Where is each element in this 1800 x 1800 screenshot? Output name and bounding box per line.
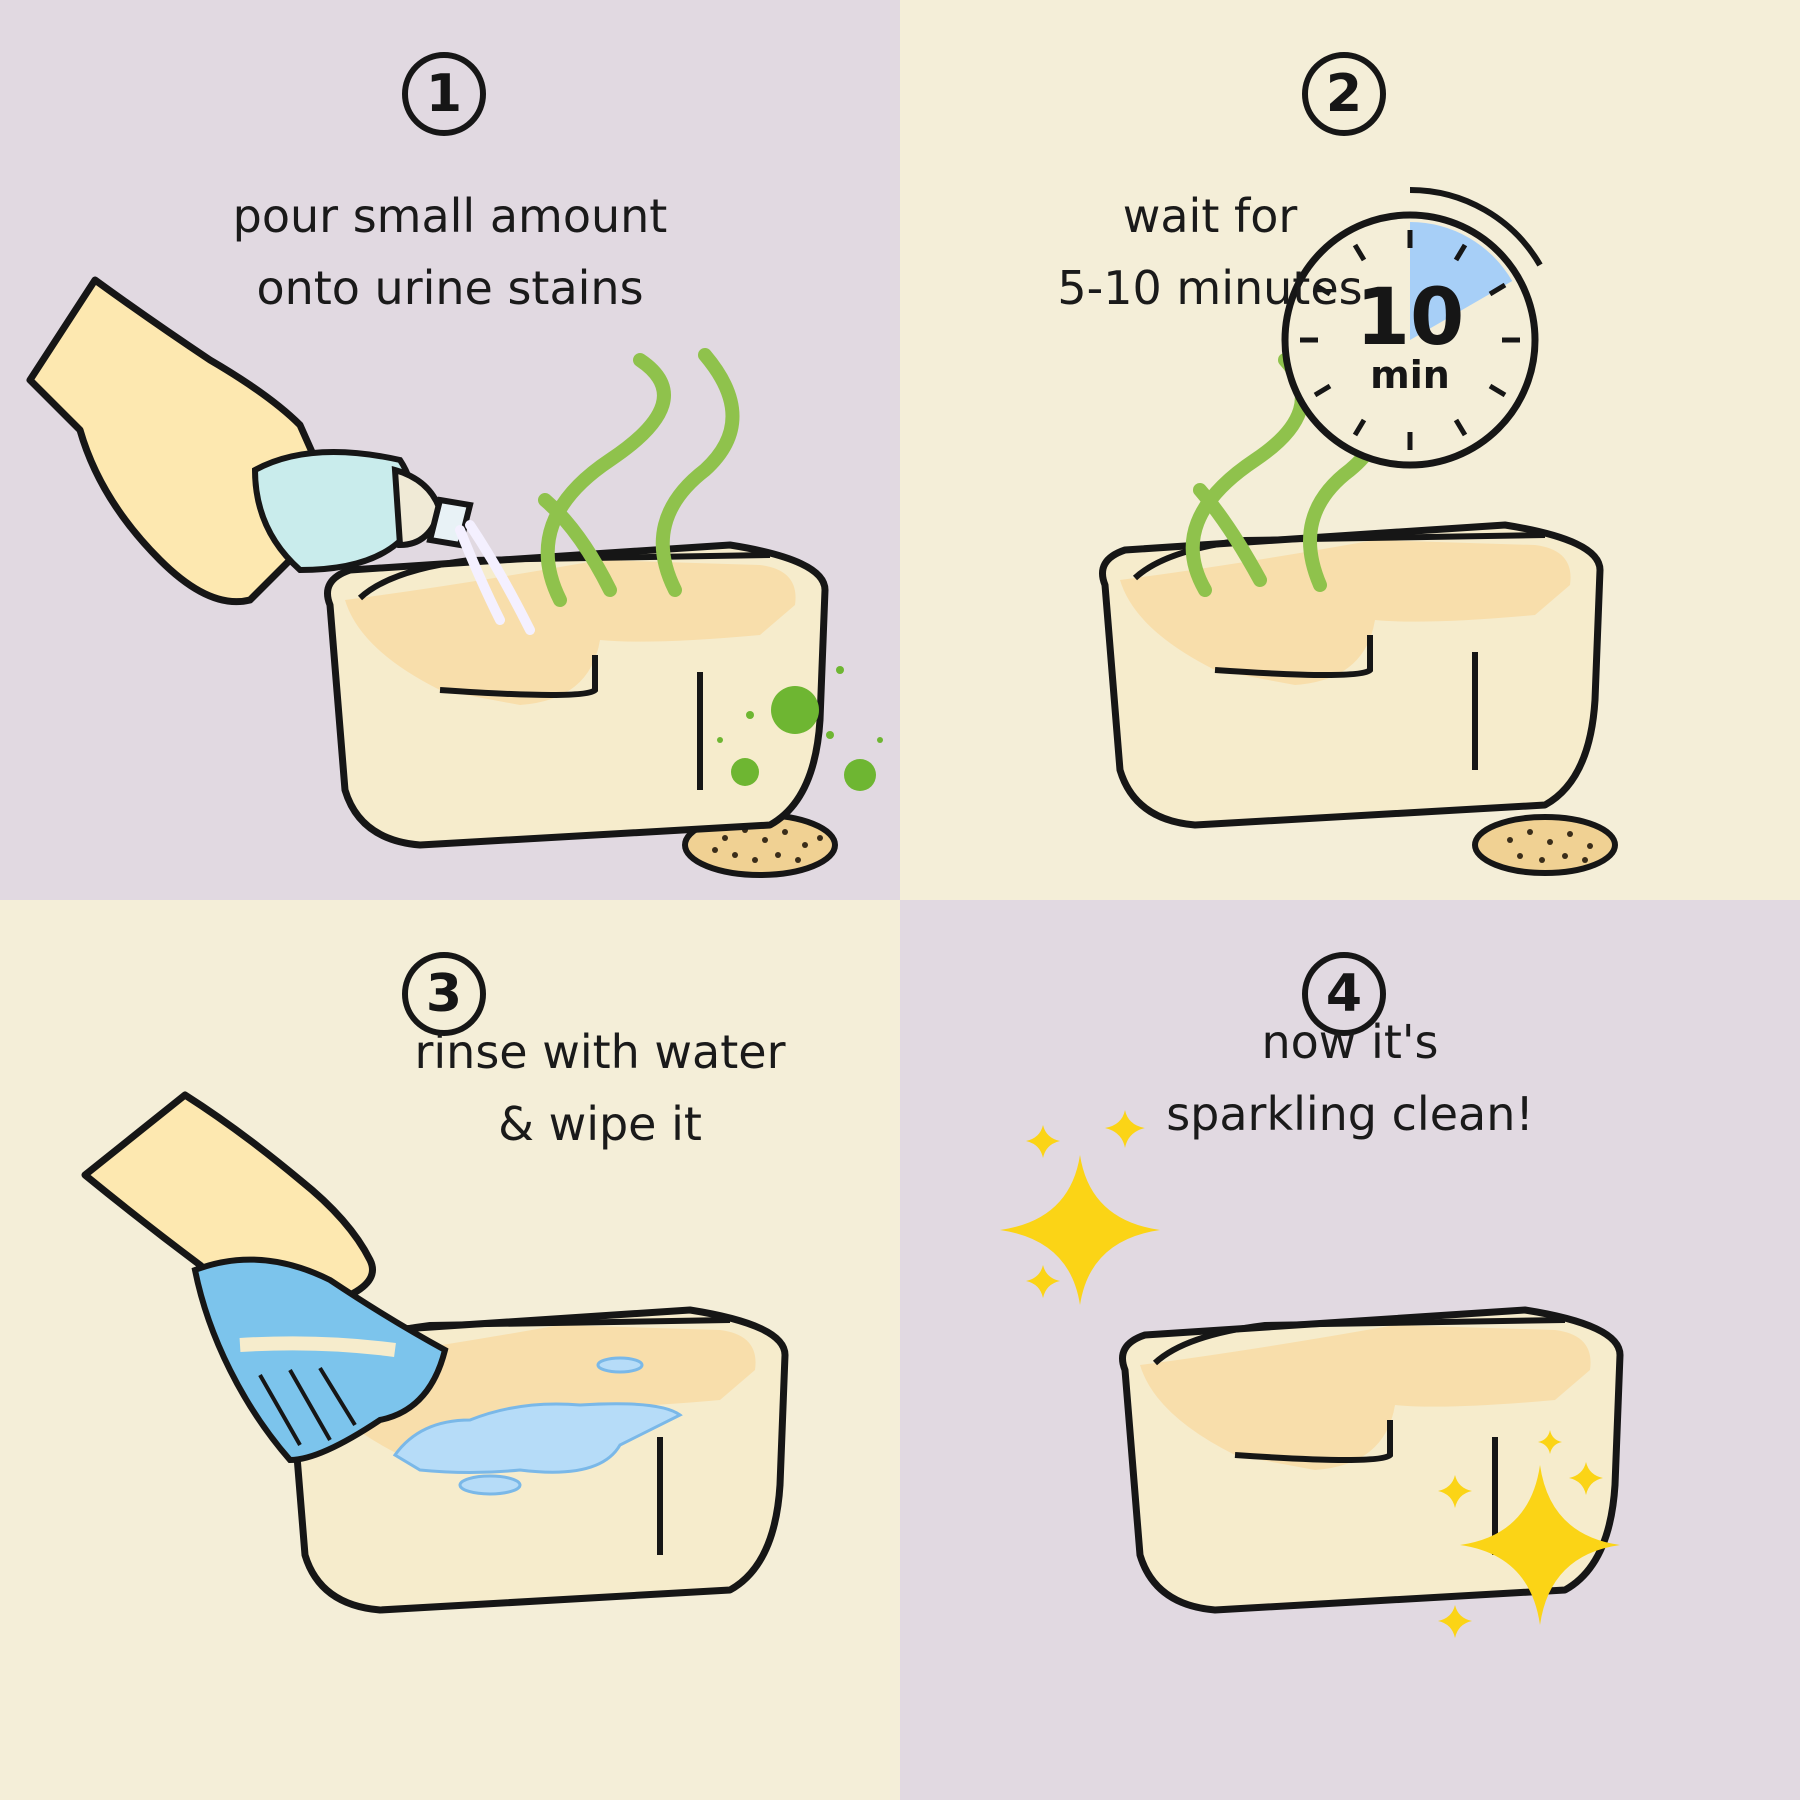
spray-bottle: [251, 449, 535, 635]
sparkle-icons: [1000, 1110, 1620, 1638]
step-3-panel: 3 rinse with water & wipe it: [0, 900, 900, 1800]
step-4-panel: 4 now it's sparkling clean!: [900, 900, 1800, 1800]
step-caption: pour small amount onto urine stains: [220, 180, 680, 324]
timer-value: 10: [1356, 273, 1465, 363]
caption-line: 5-10 minutes: [1057, 261, 1363, 315]
step-caption: wait for 5-10 minutes: [1050, 180, 1370, 324]
step-4-illustration: [1000, 1110, 1624, 1638]
step-1-panel: 1 pour small amount onto urine stains: [0, 0, 900, 900]
caption-line: wait for: [1122, 189, 1298, 243]
litter-granules: [1507, 829, 1593, 863]
cleaning-cloth: [191, 1256, 449, 1464]
timer-elapsed-wedge: [1410, 222, 1513, 340]
step-number-badge: 3: [402, 952, 486, 1036]
timer-icon: 10 min: [1281, 186, 1543, 469]
step-caption: now it's sparkling clean!: [1150, 1006, 1550, 1150]
step-2-illustration: 10 min: [1099, 186, 1618, 876]
step-3-illustration: [81, 1091, 789, 1614]
germ-icons: [717, 666, 883, 791]
step-number-badge: 1: [402, 52, 486, 136]
litter-box: [1099, 521, 1604, 829]
step-1-illustration: [26, 276, 883, 878]
caption-line: rinse with water: [414, 1025, 786, 1079]
litter-box: [324, 541, 829, 849]
litter-spill: [1472, 814, 1618, 876]
water-puddle: [392, 1356, 683, 1496]
step-number-badge: 2: [1302, 52, 1386, 136]
gloved-hand: [81, 1091, 376, 1304]
timer-unit: min: [1370, 353, 1450, 397]
caption-line: onto urine stains: [256, 261, 644, 315]
step-2-panel: 10 min 2 wait for 5-10 minutes: [900, 0, 1800, 900]
caption-line: sparkling clean!: [1166, 1087, 1534, 1141]
timer-ticks: [1300, 230, 1520, 450]
odor-waves: [538, 348, 740, 607]
caption-line: now it's: [1261, 1015, 1439, 1069]
step-caption: rinse with water & wipe it: [390, 1016, 810, 1160]
gloved-hand: [26, 276, 327, 606]
step-number-badge: 4: [1302, 952, 1386, 1036]
caption-line: pour small amount: [232, 189, 668, 243]
caption-line: & wipe it: [498, 1097, 702, 1151]
